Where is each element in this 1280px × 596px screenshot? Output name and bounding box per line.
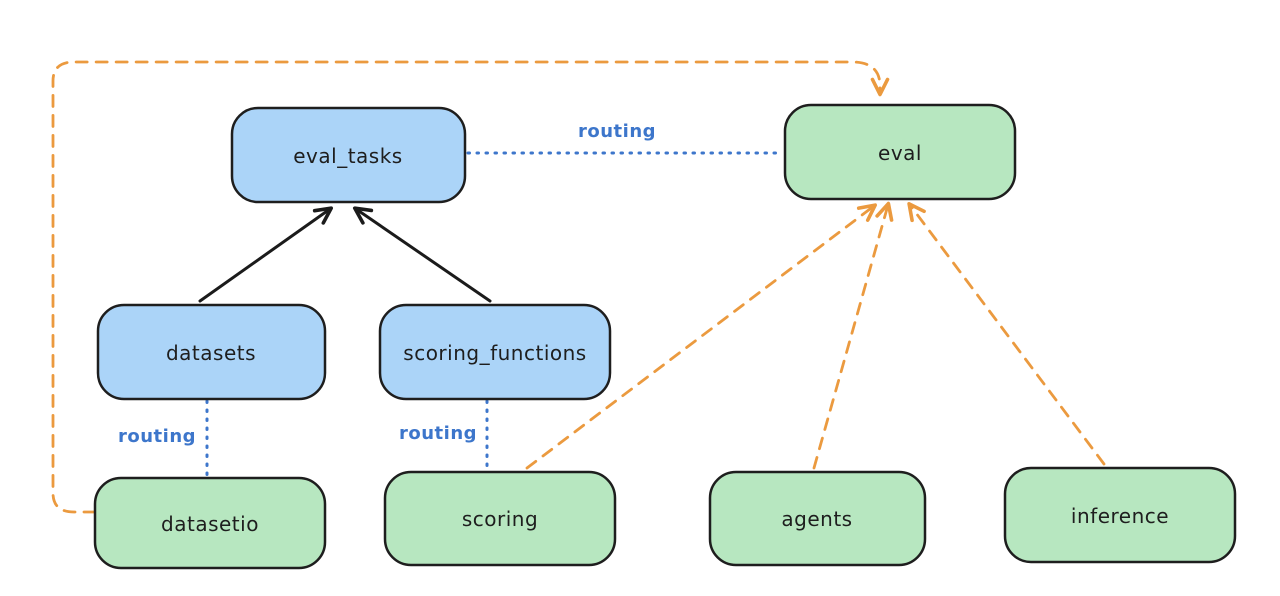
node-eval-box [783,103,1017,201]
node-eval-label: eval [878,141,922,165]
node-scoring-functions-label: scoring_functions [403,341,586,365]
edge-datasetio-to-eval [51,60,890,514]
node-scoring-functions-box [378,303,612,401]
node-eval-tasks-label: eval_tasks [293,144,402,168]
edge-agents-to-eval [812,201,894,470]
node-datasetio-box [93,476,327,570]
node-datasetio: datasetio [93,476,327,570]
node-scoring-functions: scoring_functions [378,303,612,401]
node-scoring-box [383,470,617,567]
node-agents-box [708,470,927,567]
node-scoring: scoring [383,470,617,567]
node-scoring-label: scoring [462,507,538,531]
node-datasetio-label: datasetio [161,512,259,536]
node-inference-label: inference [1071,504,1169,528]
edge-datasets-to-eval-tasks [198,206,334,303]
routing-label-eval-tasks-eval: routing [578,121,656,142]
node-inference: inference [1003,466,1237,564]
node-datasets-box [96,303,327,401]
node-datasets-label: datasets [166,341,256,365]
node-eval-tasks: eval_tasks [230,106,467,204]
edge-inference-to-eval [907,201,1106,466]
routing-label-scoring-functions-scoring: routing [399,423,477,444]
node-inference-box [1003,466,1237,564]
node-agents-label: agents [781,507,852,531]
edge-scoring-to-eval [525,203,877,470]
node-eval: eval [783,103,1017,201]
node-datasets: datasets [96,303,327,401]
node-agents: agents [708,470,927,567]
routing-label-datasets-datasetio: routing [118,426,196,447]
edge-scoring-functions-to-eval-tasks [352,206,492,303]
node-eval-tasks-box [230,106,467,204]
